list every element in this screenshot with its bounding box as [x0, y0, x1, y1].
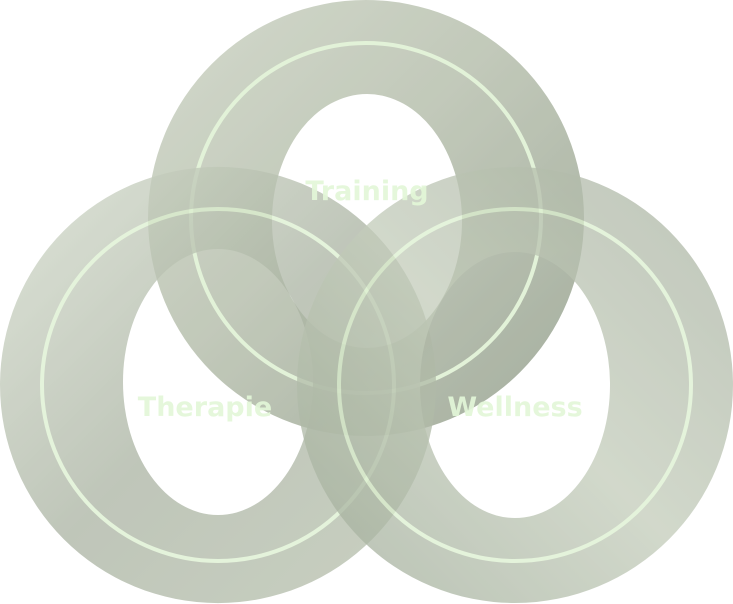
label-training: Training: [305, 176, 428, 207]
ring-wellness: [297, 167, 733, 603]
label-therapie: Therapie: [138, 392, 272, 423]
label-wellness: Wellness: [447, 392, 582, 423]
